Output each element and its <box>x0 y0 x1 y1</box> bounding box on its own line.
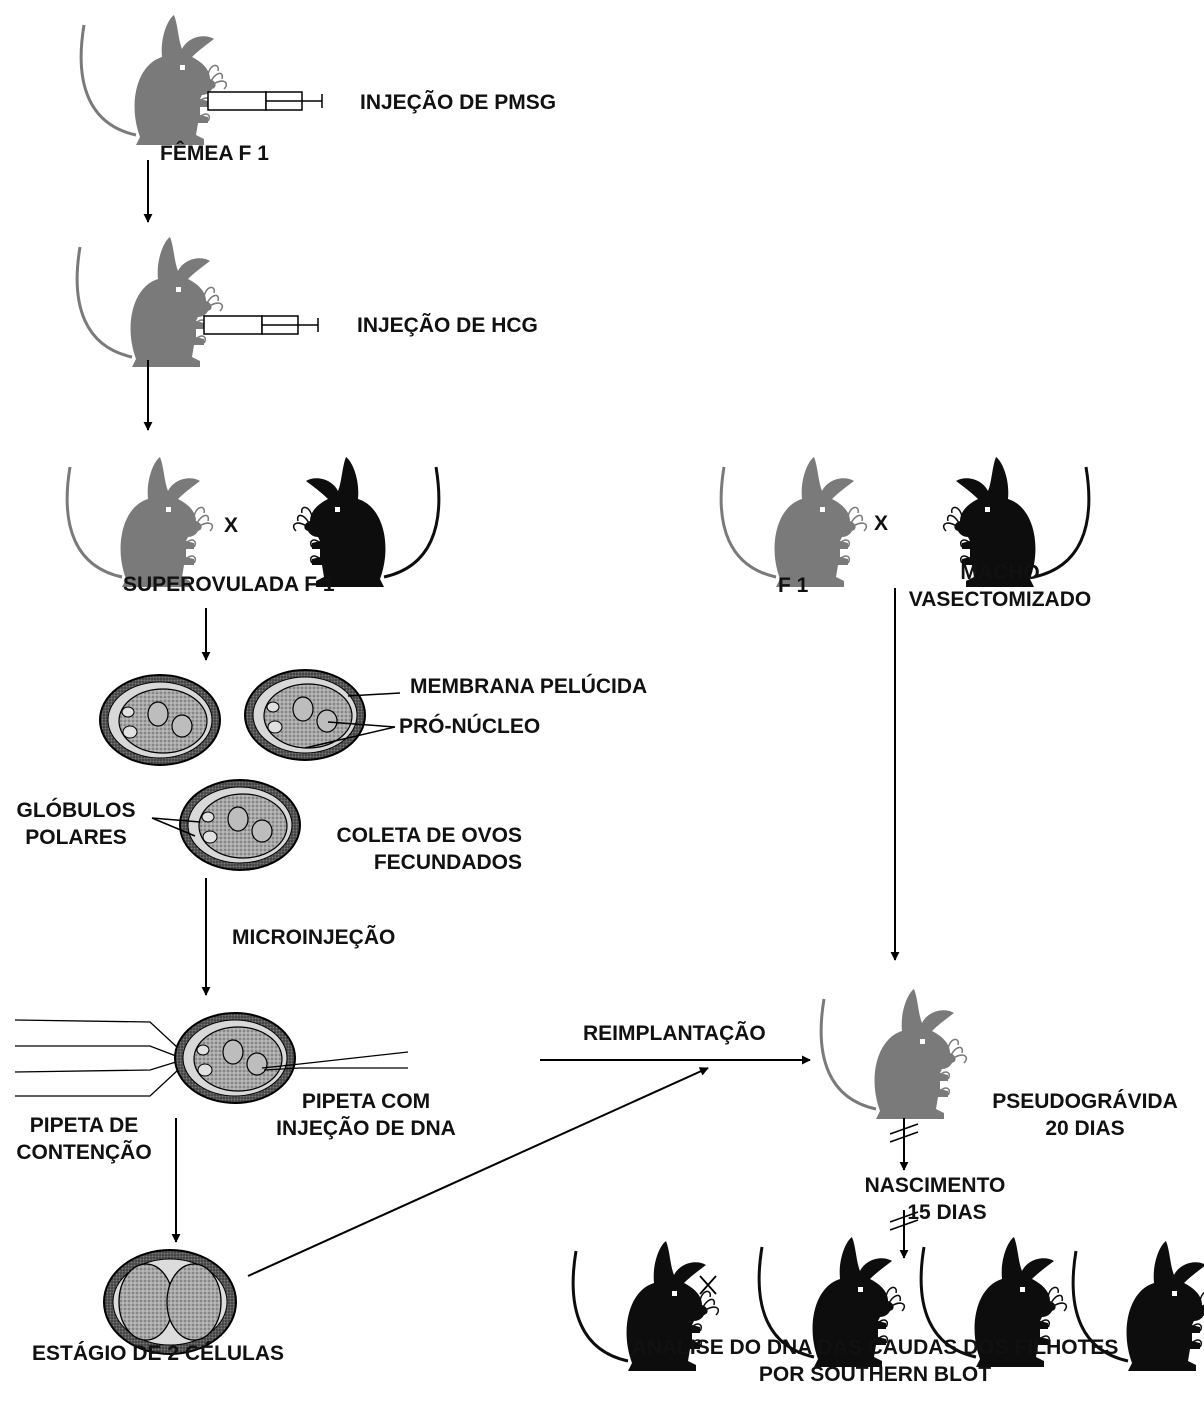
label-dna-analysis: ANÁLISE DO DNA DAS CAUDAS DOS FILHOTES P… <box>580 1334 1170 1388</box>
label-zona-pellucida: MEMBRANA PELÚCIDA <box>410 673 647 700</box>
label-cross-left: X <box>221 512 241 539</box>
label-hcg-injection: INJEÇÃO DE HCG <box>357 312 538 339</box>
label-dna-pipette: PIPETA COM INJEÇÃO DE DNA <box>270 1088 462 1142</box>
label-microinjection: MICROINJEÇÃO <box>232 924 395 951</box>
mouse-male-left <box>294 457 439 587</box>
mouse-superovulated-female <box>67 457 212 587</box>
label-holding-pipette: PIPETA DE CONTENÇÃO <box>6 1112 162 1166</box>
label-vasectomized-male: MACHO VASECTOMIZADO <box>890 559 1110 613</box>
label-pseudopregnant: PSEUDOGRÁVIDA 20 DIAS <box>980 1088 1190 1142</box>
two-cell-embryo <box>104 1250 236 1354</box>
label-egg-collection: COLETA DE OVOS FECUNDADOS <box>300 822 522 876</box>
label-pmsg-injection: INJEÇÃO DE PMSG <box>360 89 556 116</box>
syringe-hcg <box>204 316 318 334</box>
label-female-f1: FÊMEA F 1 <box>160 140 269 167</box>
egg-1 <box>100 675 220 765</box>
syringe-pmsg <box>208 92 322 110</box>
label-superovulated-f1: SUPEROVULADA F 1 <box>123 571 335 598</box>
label-reimplantation: REIMPLANTAÇÃO <box>583 1020 766 1047</box>
holding-pipette <box>15 1020 178 1096</box>
label-f1-right: F 1 <box>778 572 808 599</box>
label-birth: NASCIMENTO 15 DIAS <box>850 1172 1020 1226</box>
label-two-cell-stage: ESTÁGIO DE 2 CÉLULAS <box>32 1340 284 1367</box>
mouse-female-pmsg <box>81 15 226 145</box>
label-cross-right: X <box>871 510 891 537</box>
mouse-female-hcg <box>77 237 222 367</box>
mouse-f1-female-right <box>721 457 866 587</box>
mouse-pseudopregnant <box>821 989 966 1119</box>
egg-3 <box>180 780 300 870</box>
label-polar-bodies: GLÓBULOS POLARES <box>2 797 150 851</box>
egg-2 <box>245 670 365 760</box>
label-pronucleus: PRÓ-NÚCLEO <box>399 713 540 740</box>
